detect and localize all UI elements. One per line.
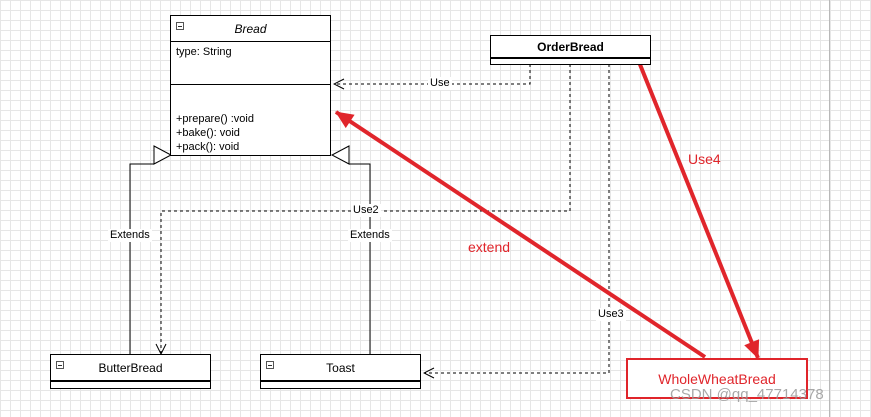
use3-label: Use3 — [596, 308, 626, 321]
toast-attributes — [261, 381, 420, 386]
csdn-watermark: CSDN @qq_47714378 — [670, 386, 824, 403]
toast-class-header: Toast — [261, 355, 420, 381]
collapse-icon[interactable] — [266, 361, 274, 369]
orderbread-attributes — [491, 58, 650, 63]
red-extend-arrow — [334, 110, 707, 359]
collapse-icon[interactable] — [176, 22, 184, 30]
wholewheatbread-class-name: WholeWheatBread — [658, 370, 776, 387]
orderbread-class[interactable]: OrderBread — [490, 35, 651, 65]
use-dependency-line[interactable] — [334, 64, 531, 84]
use2-label: Use2 — [351, 204, 381, 217]
orderbread-class-name: OrderBread — [537, 39, 604, 54]
orderbread-class-header: OrderBread — [491, 36, 650, 58]
extends-right-line[interactable] — [349, 163, 371, 354]
toast-class[interactable]: Toast — [260, 354, 421, 389]
extends-left-arrowhead — [153, 145, 173, 165]
bread-class-header: Bread — [171, 16, 330, 42]
extends-right-arrowhead — [330, 145, 350, 165]
use2-dependency-line[interactable] — [161, 64, 571, 354]
butterbread-attributes — [51, 381, 210, 386]
extends-right-label: Extends — [348, 229, 392, 242]
toast-class-name: Toast — [326, 360, 355, 375]
use4-annotation-label: Use4 — [688, 151, 721, 167]
extends-left-line[interactable] — [129, 163, 154, 354]
extends-left-label: Extends — [108, 229, 152, 242]
bread-class-name: Bread — [234, 21, 267, 36]
bread-method-bake: +bake(): void — [176, 127, 240, 139]
use3-dependency-line[interactable] — [424, 64, 610, 373]
collapse-icon[interactable] — [56, 361, 64, 369]
use-label: Use — [428, 77, 452, 90]
red-use4-arrow — [637, 61, 760, 359]
butterbread-class[interactable]: ButterBread — [50, 354, 211, 389]
extend-annotation-label: extend — [468, 239, 511, 255]
butterbread-class-name: ButterBread — [98, 360, 163, 375]
bread-methods: +prepare() :void +bake(): void +pack(): … — [171, 84, 330, 157]
bread-class[interactable]: Bread type: String +prepare() :void +bak… — [170, 15, 331, 156]
bread-method-prepare: +prepare() :void — [176, 113, 254, 125]
page-boundary-line — [829, 0, 830, 417]
wholewheatbread-class[interactable]: WholeWheatBread — [626, 358, 808, 399]
butterbread-class-header: ButterBread — [51, 355, 210, 381]
bread-attribute-type: type: String — [176, 46, 232, 58]
bread-method-pack: +pack(): void — [176, 141, 240, 153]
bread-attributes: type: String — [171, 42, 330, 84]
